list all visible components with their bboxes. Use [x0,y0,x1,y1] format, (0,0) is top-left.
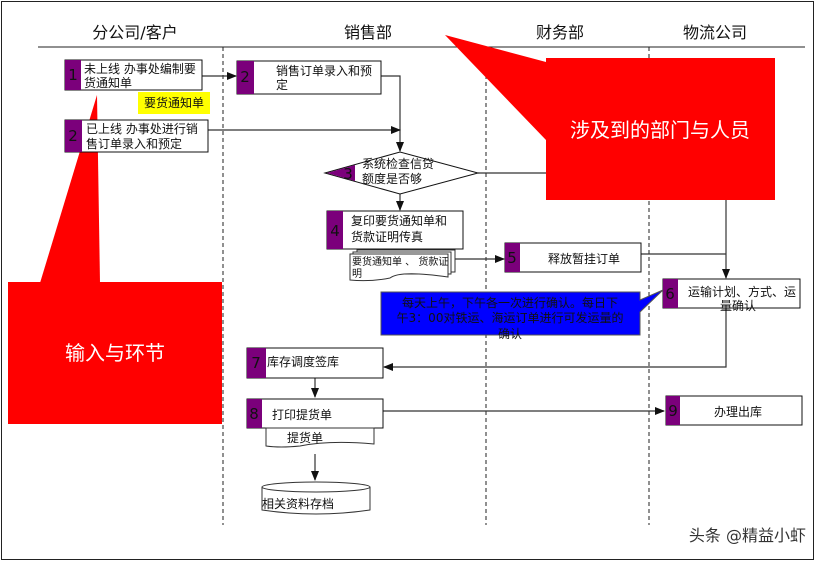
watermark: 头条 @精益小虾 [689,526,806,545]
step-number: 5 [507,249,517,267]
fax-doc-text: 要货通知单 、 货款证 [352,255,448,268]
step-number: 4 [330,222,340,240]
step-6-box[interactable]: 6 运输计划、方式、运 量确认 [662,278,801,313]
lane-header-finance: 财务部 [536,23,584,42]
step-number: 1 [68,66,78,84]
inputs-annotation-text: 输入与环节 [65,341,165,365]
step-label: 打印提货单 [272,407,332,422]
step-label: 售订单录入和预定 [86,136,182,151]
step-label: 办理出库 [714,404,762,419]
archive-storage: 相关资料存档 [261,481,371,515]
step-8-box[interactable]: 8 打印提货单 [246,398,384,429]
fax-documents: 要货通知单 、 货款证 明 [349,249,456,282]
step-label: 货款证明传真 [351,229,423,244]
step-label: 系统检查信贷 [362,156,434,171]
step-number: 9 [668,402,678,420]
step-number: 7 [251,354,261,372]
callout-text: 确认 [498,327,522,341]
step-label: 已上线 办事处进行销 [86,121,198,136]
step-4-box[interactable]: 4 复印要货通知单和 货款证明传真 [326,210,464,250]
step-2-client-box[interactable]: 2 已上线 办事处进行销 售订单录入和预定 [64,119,209,153]
logistics-callout: 每天上午，下午各一次进行确认。每日下 午3：00对铁运、海运订单进行可发运量的 … [380,289,664,341]
step-label: 未上线 办事处编制要 [84,61,196,76]
lane-header-logistics: 物流公司 [683,23,747,42]
step-5-box[interactable]: 5 释放暂挂订单 [504,242,642,273]
connectors [202,72,730,481]
step-label: 量确认 [720,299,756,313]
step-label: 销售订单录入和预 [276,63,372,78]
step-number: 3 [343,165,353,183]
departments-pointer [445,35,546,140]
delivery-note-document: 提货单 [265,427,375,448]
step-label: 库存调度签库 [267,354,339,369]
step-number: 2 [240,68,250,86]
step-number: 6 [665,285,675,303]
step-1-box[interactable]: 1 未上线 办事处编制要 货通知单 [64,59,203,91]
lane-header-sales: 销售部 [344,23,392,42]
step-number: 8 [249,405,259,423]
delivery-note-text: 提货单 [287,430,323,445]
step-9-box[interactable]: 9 办理出库 [665,395,803,426]
step-7-box[interactable]: 7 库存调度签库 [246,347,384,379]
step-label: 释放暂挂订单 [548,251,620,266]
callout-text: 每天上午，下午各一次进行确认。每日下 [402,295,618,310]
step-number: 2 [68,127,78,145]
lane-header-client: 分公司/客户 [92,23,177,42]
inputs-annotation [8,282,222,424]
step-label: 运输计划、方式、运 [688,284,796,299]
departments-annotation-text: 涉及到的部门与人员 [570,118,750,142]
step-label: 额度是否够 [362,171,422,186]
step-label: 定 [276,77,288,92]
step-3-decision[interactable]: 3 系统检查信贷 额度是否够 [323,151,480,195]
demand-notice-note [138,92,210,114]
step-label: 复印要货通知单和 [351,213,447,228]
step-2-sales-box[interactable]: 2 销售订单录入和预 定 [236,60,382,95]
demand-notice-note-text: 要货通知单 [144,95,204,110]
departments-annotation [546,58,775,200]
fax-doc-text: 明 [352,268,362,280]
callout-text: 午3：00对铁运、海运订单进行可发运量的 [397,310,624,325]
archive-text: 相关资料存档 [262,497,334,511]
step-label: 货通知单 [84,75,132,90]
